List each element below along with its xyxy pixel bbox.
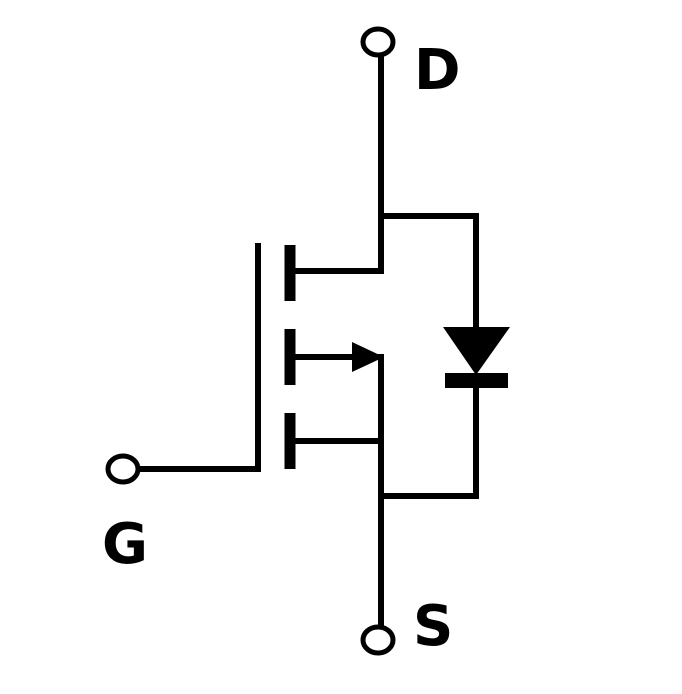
source-terminal[interactable] (360, 624, 396, 656)
gate-label: G (102, 512, 148, 577)
body-arrow-head-icon (352, 342, 384, 372)
body-diode-triangle-icon (443, 327, 510, 375)
drain-terminal[interactable] (360, 26, 396, 58)
source-label: S (413, 594, 453, 659)
gate-terminal[interactable] (105, 453, 141, 485)
drain-label: D (414, 38, 460, 103)
body-diode-bar (445, 373, 508, 388)
